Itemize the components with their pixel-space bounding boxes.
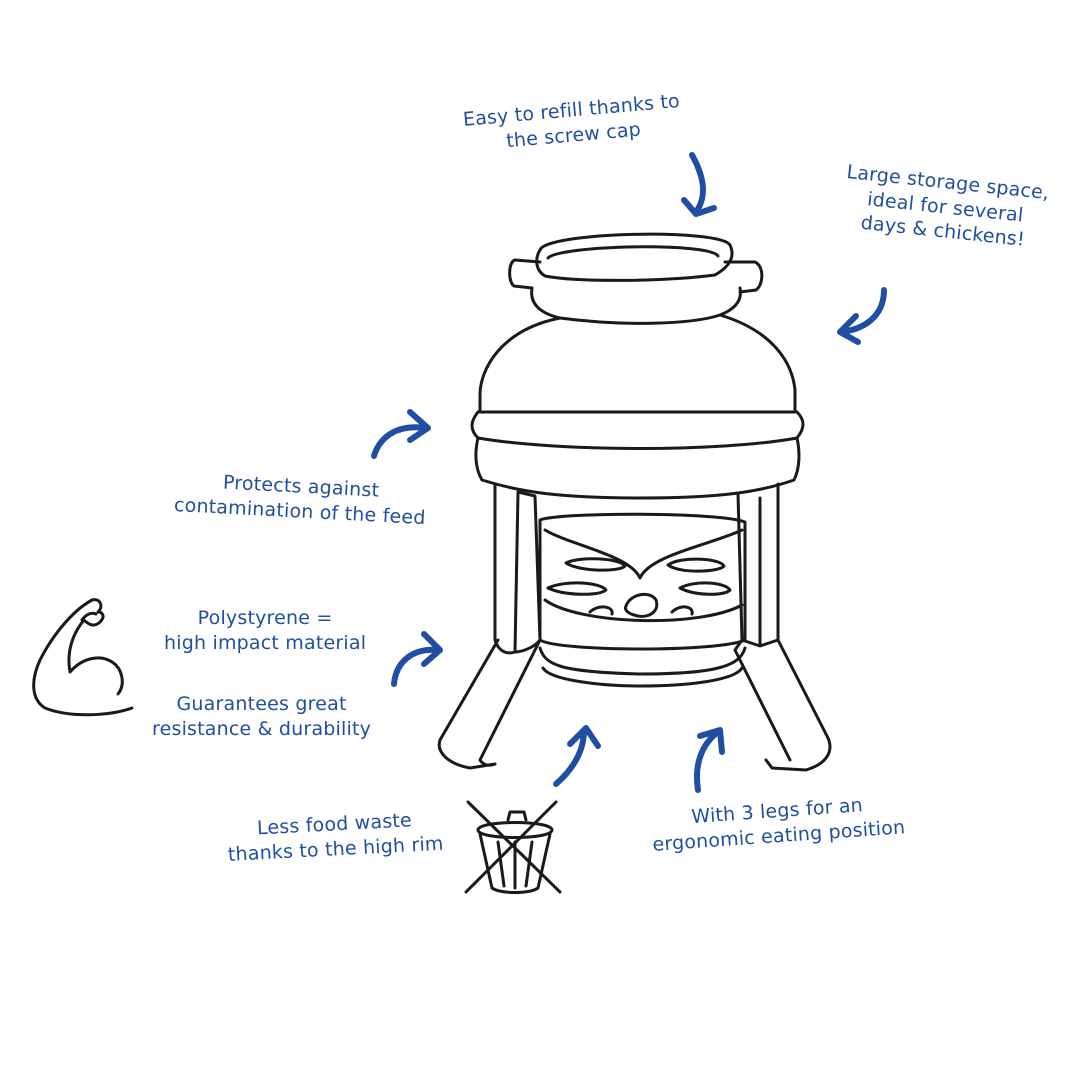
flexed-arm-icon xyxy=(32,598,134,717)
material-line-2: high impact material xyxy=(164,631,367,654)
durability-line-1: Guarantees great xyxy=(176,693,347,715)
arrow-material xyxy=(391,631,443,687)
poultry-feeder-illustration xyxy=(437,232,832,772)
material-line-1: Polystyrene = xyxy=(197,607,333,629)
arrow-contamination xyxy=(371,409,431,459)
material-annotation: Polystyrene = high impact material xyxy=(164,606,366,655)
durability-line-2: resistance & durability xyxy=(152,717,372,740)
arrow-storage xyxy=(837,287,887,345)
crossed-out-trash-icon xyxy=(464,800,562,894)
durability-annotation: Guarantees great resistance & durability xyxy=(152,692,371,741)
arrow-refill xyxy=(681,152,717,217)
arrow-waste xyxy=(553,725,601,787)
arrow-legs xyxy=(694,727,725,793)
